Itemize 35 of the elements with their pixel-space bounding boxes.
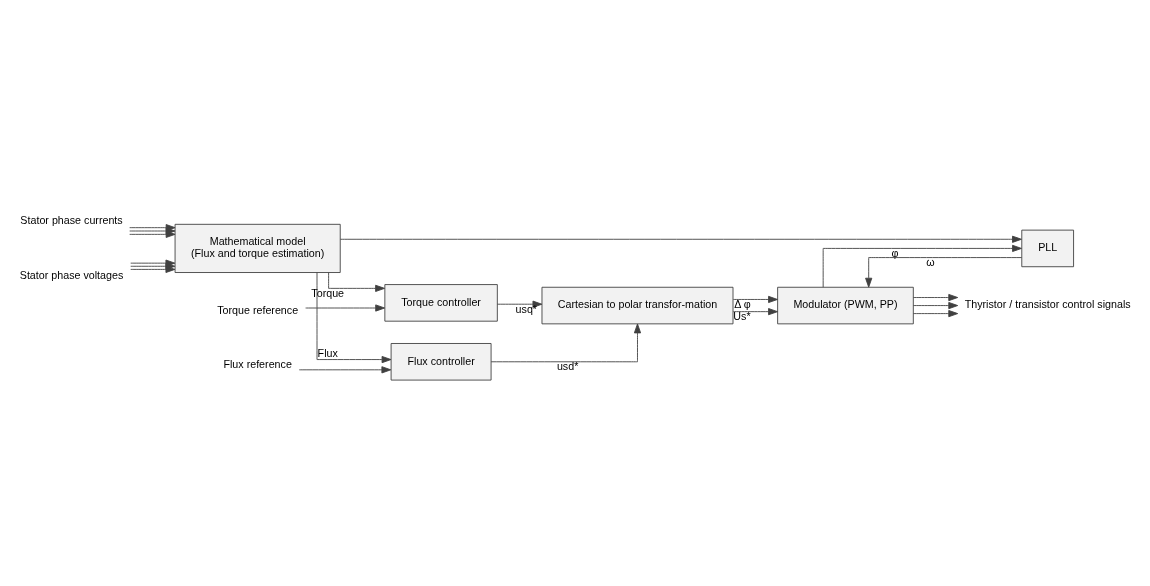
arrow — [129, 223, 176, 231]
node-text: Stator phase currents — [20, 213, 123, 226]
arrow — [732, 295, 778, 303]
arrow — [732, 307, 778, 315]
edge-label: Flux — [317, 346, 338, 359]
arrow — [912, 309, 959, 317]
node-box: Torque controller — [384, 283, 498, 322]
node-box: Modulator (PWM, PP) — [777, 286, 914, 324]
node-text: Stator phase voltages — [19, 268, 124, 281]
arrow — [912, 293, 959, 301]
node-box: Mathematical model (Flux and torque estimation) — [174, 223, 341, 273]
edge-label: usq* — [515, 302, 538, 315]
arrow — [305, 303, 386, 312]
node-box: Cartesian to polar transfor-mation — [541, 286, 734, 324]
arrow — [298, 365, 392, 373]
node-text: Thyristor / transistor control signals — [964, 297, 1131, 310]
edge-label: Us* — [733, 309, 751, 322]
node-text: Flux reference — [223, 357, 292, 370]
arrow — [496, 300, 543, 308]
edge-label: ω — [926, 255, 935, 268]
arrow — [130, 259, 176, 267]
arrow — [328, 271, 385, 292]
arrow — [490, 323, 642, 362]
node-box: Flux controller — [390, 342, 492, 381]
node-text: Torque reference — [217, 303, 299, 316]
node-box: PLL — [1021, 229, 1074, 267]
arrow — [822, 244, 1022, 288]
edge-label: φ — [891, 246, 899, 259]
edge-label: Torque — [311, 286, 345, 299]
arrow — [865, 256, 1023, 288]
arrow — [339, 235, 1022, 243]
arrow — [316, 271, 392, 363]
edge-label: usd* — [556, 359, 579, 372]
arrow — [912, 301, 959, 309]
edge-label: Δ φ — [734, 297, 751, 310]
